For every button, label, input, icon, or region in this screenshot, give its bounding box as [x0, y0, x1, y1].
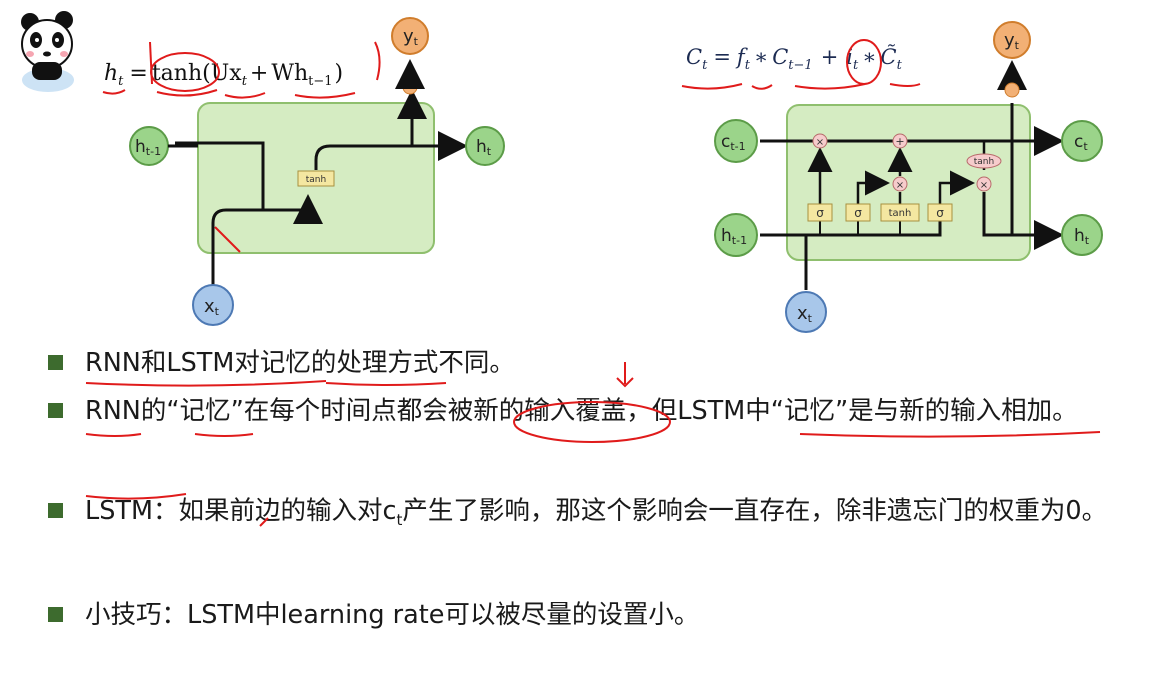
svg-text:ct-1: ct-1: [721, 132, 746, 153]
svg-text:σ: σ: [854, 206, 862, 220]
bullet-list: RNN和LSTM对记忆的处理方式不同。 RNN的“记忆”在每个时间点都会被新的输…: [48, 340, 1163, 640]
bullet-marker: [48, 607, 63, 622]
bullet-item: RNN的“记忆”在每个时间点都会被新的输入覆盖，但LSTM中“记忆”是与新的输入…: [48, 388, 1163, 488]
svg-text:tanh: tanh: [974, 157, 994, 167]
bullet-marker: [48, 403, 63, 418]
bullet-text: 小技巧：LSTM中learning rate可以被尽量的设置小。: [85, 600, 700, 630]
bullet-text: LSTM：如果前边的输入对ct产生了影响，那这个影响会一直存在，除非遗忘门的权重…: [85, 496, 1108, 530]
bullet-item: LSTM：如果前边的输入对ct产生了影响，那这个影响会一直存在，除非遗忘门的权重…: [48, 488, 1163, 586]
bullet-text: RNN的“记忆”在每个时间点都会被新的输入覆盖，但LSTM中“记忆”是与新的输入…: [85, 396, 1078, 426]
lstm-input-gate: [845, 203, 871, 222]
svg-text:ht: ht: [1074, 226, 1090, 247]
lstm-cell: [786, 104, 1031, 261]
rnn-ht-node: [465, 126, 505, 166]
lstm-hprev-node: [714, 213, 758, 257]
svg-text:σ: σ: [936, 206, 944, 220]
svg-text:tanh: tanh: [889, 208, 912, 219]
lstm-input-multiply: [892, 176, 908, 192]
bullet-marker: [48, 355, 63, 370]
rnn-yt-node: [391, 17, 429, 55]
lstm-forget-multiply: [812, 133, 828, 149]
bullet-item: 小技巧：LSTM中learning rate可以被尽量的设置小。: [48, 592, 1163, 640]
bullet-item: RNN和LSTM对记忆的处理方式不同。: [48, 340, 1163, 388]
lstm-formula: Ct=ft∗Ct−1+it∗C̃t: [686, 45, 903, 73]
rnn-xt-node: [192, 284, 234, 326]
rnn-diagram: ht=tanh(Uxt+Wht−1) tanh yt ht-1 ht xt: [104, 17, 505, 326]
diagram-area: ht=tanh(Uxt+Wht−1) tanh yt ht-1 ht xt Ct…: [21, 11, 1103, 333]
lstm-ht-node: [1061, 214, 1103, 256]
lstm-cell-tanh: [966, 153, 1002, 169]
svg-text:+: +: [895, 135, 904, 148]
svg-text:tanh: tanh: [306, 175, 326, 185]
svg-text:ht-1: ht-1: [135, 137, 161, 158]
lstm-candidate-gate: [880, 203, 920, 222]
lstm-output-multiply: [976, 176, 992, 192]
diagram-annotations: [102, 39, 921, 253]
bullet-text: RNN和LSTM对记忆的处理方式不同。: [85, 348, 515, 378]
svg-text:xt: xt: [204, 296, 220, 318]
lstm-yt-node: [993, 21, 1031, 59]
svg-text:σ: σ: [816, 206, 824, 220]
svg-text:yt: yt: [403, 26, 419, 48]
svg-text:ht-1: ht-1: [721, 226, 747, 247]
rnn-formula: ht=tanh(Uxt+Wht−1): [104, 61, 343, 89]
rnn-tanh-gate: [297, 170, 335, 187]
lstm-ct-node: [1061, 120, 1103, 162]
bullet-marker: [48, 503, 63, 518]
svg-text:×: ×: [816, 137, 824, 148]
svg-text:×: ×: [896, 180, 904, 191]
svg-text:ct: ct: [1074, 132, 1088, 153]
lstm-diagram: Ct=ft∗Ct−1+it∗C̃t × + × × tanh: [686, 21, 1103, 333]
svg-text:ht: ht: [476, 137, 492, 158]
lstm-xt-node: [785, 291, 827, 333]
lstm-add-op: [892, 133, 908, 149]
svg-text:xt: xt: [797, 303, 813, 325]
panda-avatar: [21, 11, 74, 92]
svg-text:yt: yt: [1004, 30, 1020, 52]
svg-text:×: ×: [980, 180, 988, 191]
lstm-output-gate: [927, 203, 953, 222]
lstm-cprev-node: [714, 119, 758, 163]
lstm-forget-gate: [807, 203, 833, 222]
